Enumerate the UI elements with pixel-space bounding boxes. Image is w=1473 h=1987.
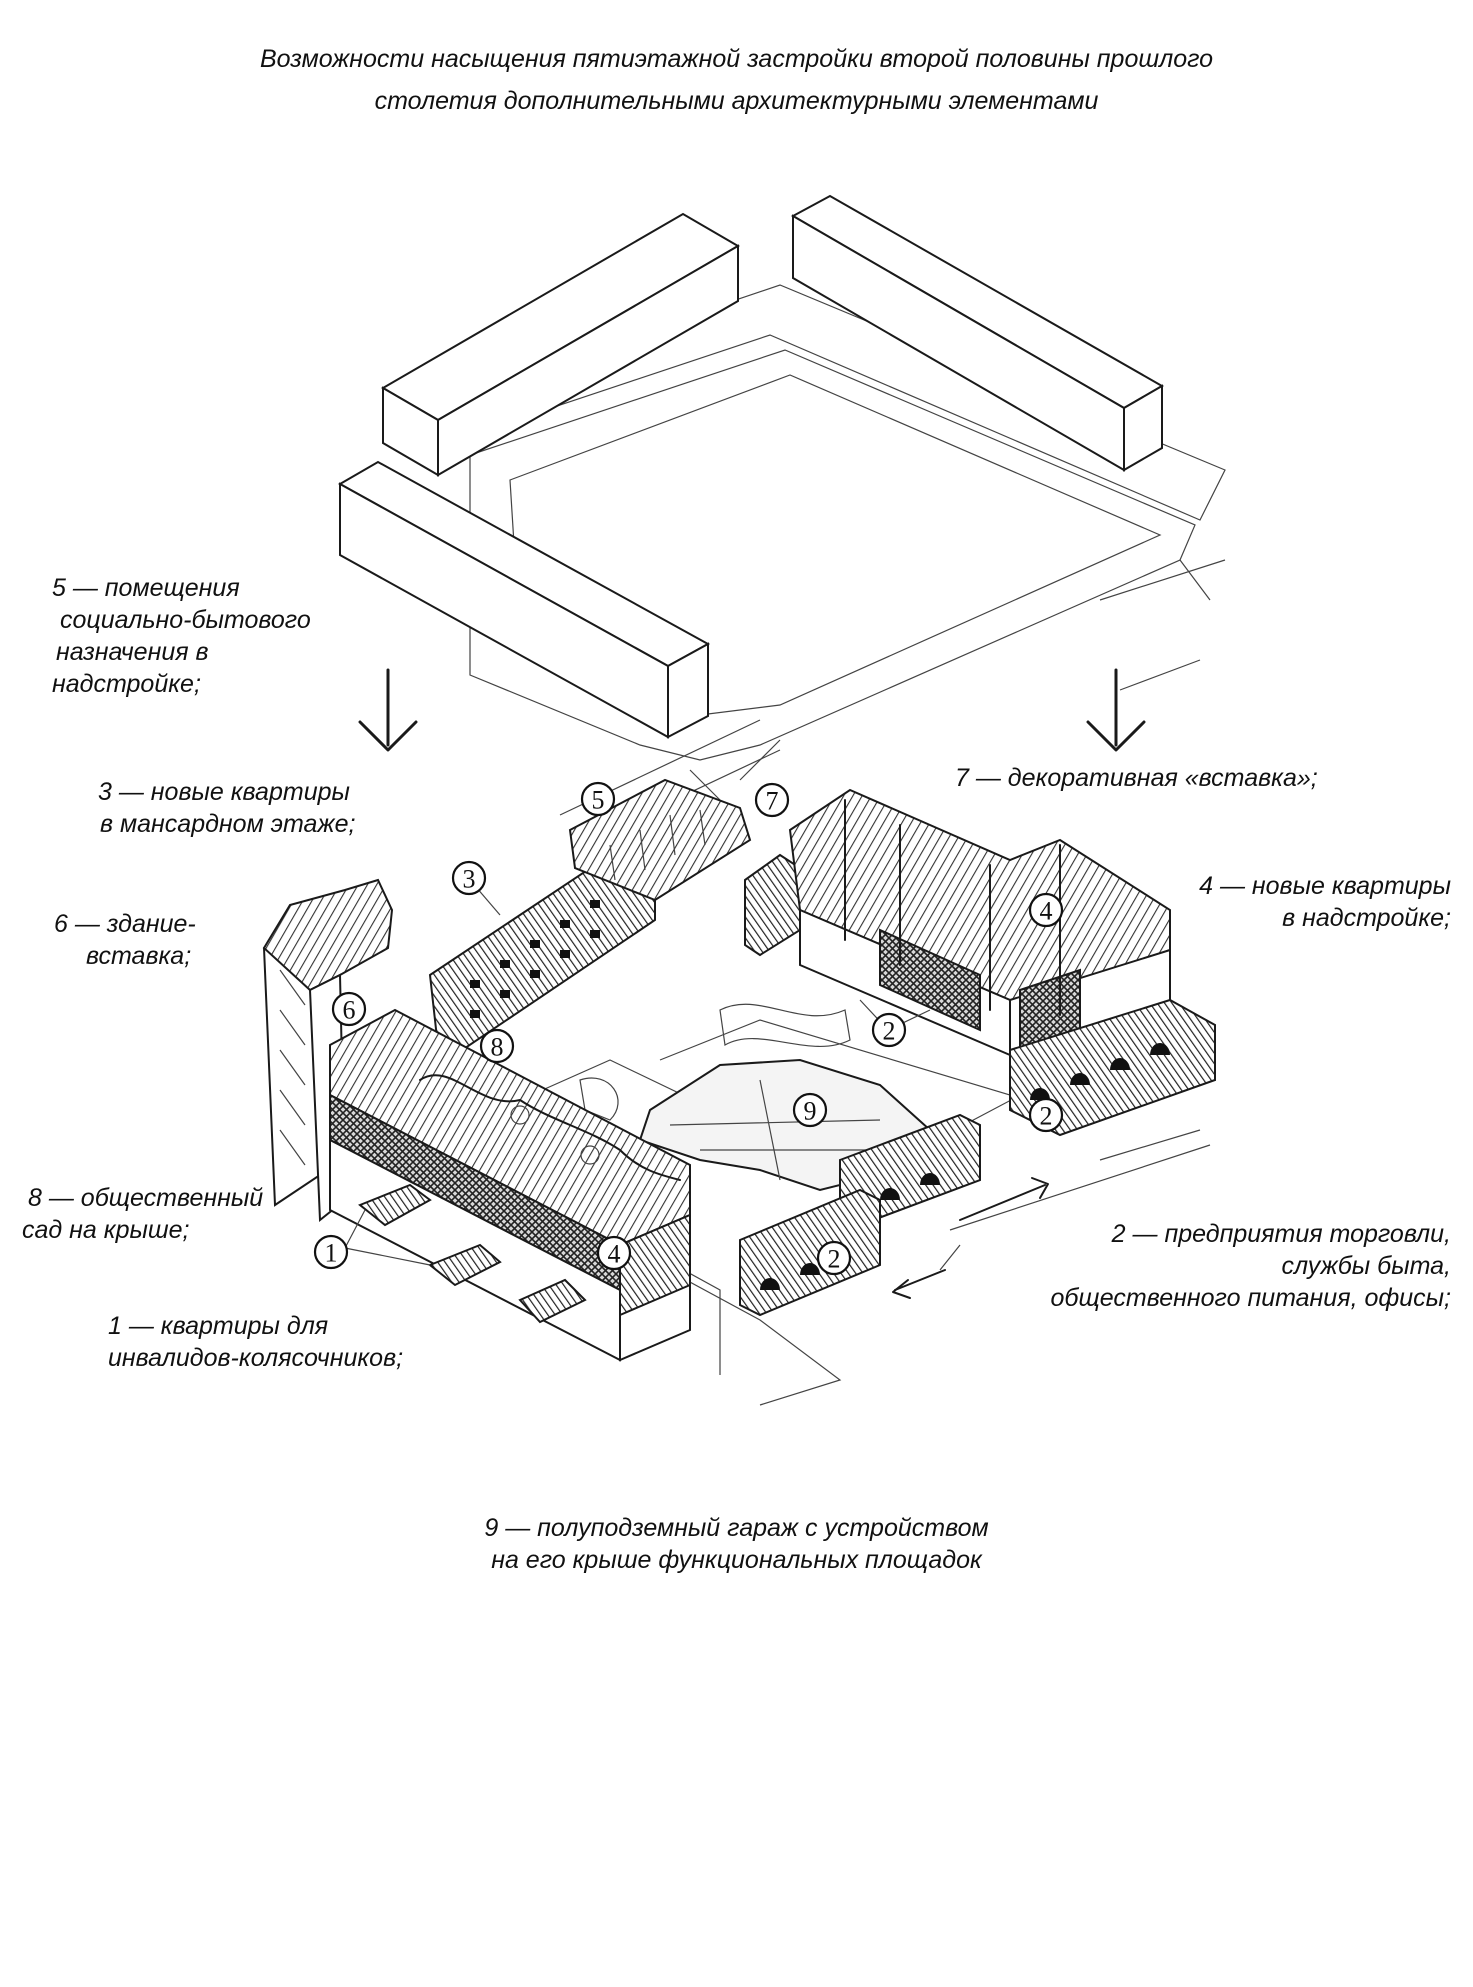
svg-text:8: 8 bbox=[491, 1033, 504, 1062]
svg-text:6: 6 bbox=[343, 996, 356, 1025]
legend-item-9: 9 — полуподземный гараж с устройством на… bbox=[484, 1514, 989, 1574]
legend-item-1: 1 — квартиры для инвалидов-колясочников; bbox=[108, 1312, 404, 1372]
svg-text:4: 4 bbox=[1040, 897, 1053, 926]
marker-9: 9 bbox=[792, 1092, 828, 1128]
legend-item-5: 5 — помещения социально-бытового назначе… bbox=[52, 574, 311, 698]
marker-2a: 2 bbox=[871, 1012, 907, 1048]
legend-item-7: 7 — декоративная «вставка»; bbox=[955, 764, 1318, 792]
marker-7: 7 bbox=[754, 782, 790, 818]
down-arrow-icon bbox=[358, 668, 418, 752]
marker-4a: 4 bbox=[1028, 892, 1064, 928]
marker-2c: 2 bbox=[816, 1240, 852, 1276]
diagram-title: Возможности насыщения пятиэтажной застро… bbox=[0, 38, 1473, 122]
svg-text:2: 2 bbox=[828, 1245, 841, 1274]
legend-item-4: 4 — новые квартиры в надстройке; bbox=[1199, 872, 1451, 932]
title-line-2: столетия дополнительными архитектурными … bbox=[374, 87, 1099, 115]
marker-1: 1 bbox=[313, 1234, 349, 1270]
svg-text:7: 7 bbox=[766, 787, 779, 816]
title-line-1: Возможности насыщения пятиэтажной застро… bbox=[259, 45, 1214, 73]
legend-item-3: 3 — новые квартиры в мансардном этаже; bbox=[98, 778, 356, 838]
svg-text:1: 1 bbox=[325, 1239, 338, 1268]
marker-2b: 2 bbox=[1028, 1097, 1064, 1133]
marker-4b: 4 bbox=[596, 1235, 632, 1271]
marker-5: 5 bbox=[580, 781, 616, 817]
svg-text:9: 9 bbox=[804, 1097, 817, 1126]
down-arrow-icon bbox=[1086, 668, 1146, 752]
reconstructed-development bbox=[262, 778, 1216, 1406]
legend-item-6: 6 — здание- вставка; bbox=[54, 910, 196, 970]
svg-text:5: 5 bbox=[592, 786, 605, 815]
marker-3: 3 bbox=[451, 860, 487, 896]
svg-text:4: 4 bbox=[608, 1240, 621, 1269]
svg-text:2: 2 bbox=[1040, 1102, 1053, 1131]
marker-6: 6 bbox=[331, 991, 367, 1027]
svg-text:2: 2 bbox=[883, 1017, 896, 1046]
marker-8: 8 bbox=[479, 1028, 515, 1064]
legend-item-8: 8 — общественный сад на крыше; bbox=[22, 1184, 264, 1244]
legend-item-2: 2 — предприятия торговли, службы быта, о… bbox=[1050, 1220, 1451, 1312]
existing-development bbox=[337, 194, 1226, 836]
svg-text:3: 3 bbox=[463, 865, 476, 894]
